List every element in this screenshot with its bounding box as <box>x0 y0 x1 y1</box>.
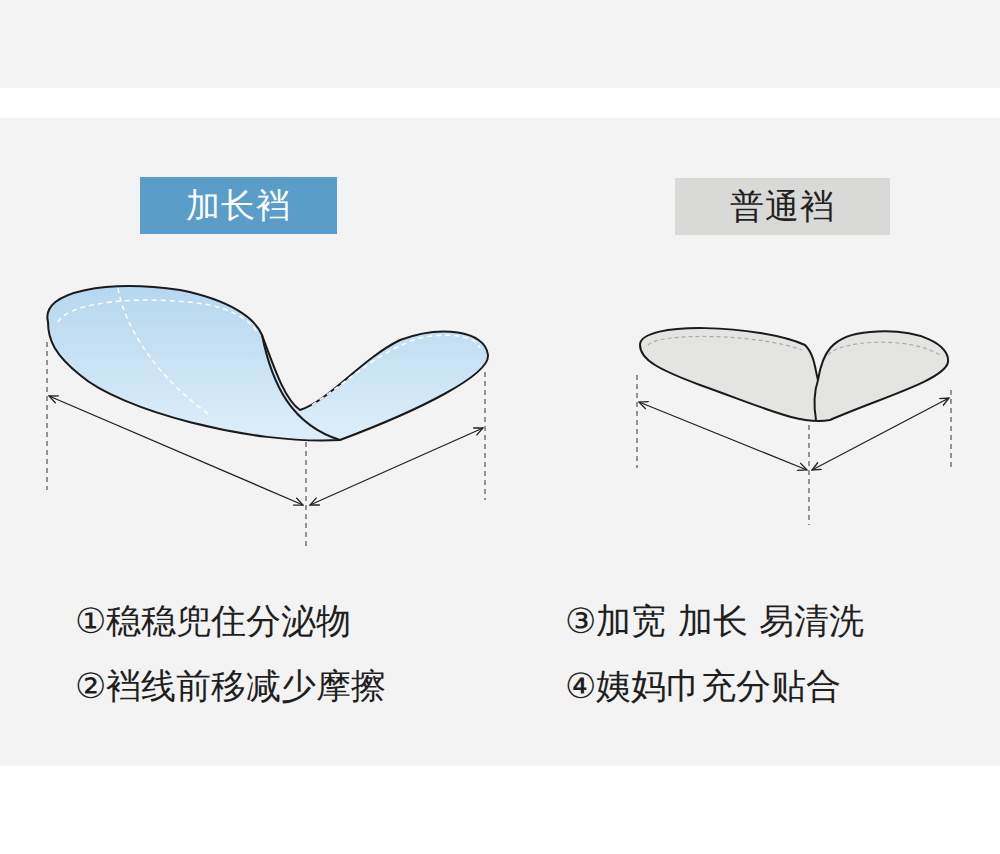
tag-box-grey: 普通裆 <box>675 178 890 235</box>
tag-text: 普通裆 <box>730 184 835 230</box>
feature-text: ③加宽 加长 易清洗 <box>565 600 864 642</box>
long-gusset-pad <box>47 286 488 440</box>
feature-text: ①稳稳兜住分泌物 <box>75 600 351 642</box>
normal-gusset-pad <box>640 328 948 421</box>
top-band <box>0 0 1000 88</box>
tag-box-blue: 加长裆 <box>140 177 337 234</box>
tag-text: 加长裆 <box>186 183 291 229</box>
feature-text: ④姨妈巾充分贴合 <box>565 665 841 707</box>
feature-text: ②裆线前移减少摩擦 <box>75 665 386 707</box>
